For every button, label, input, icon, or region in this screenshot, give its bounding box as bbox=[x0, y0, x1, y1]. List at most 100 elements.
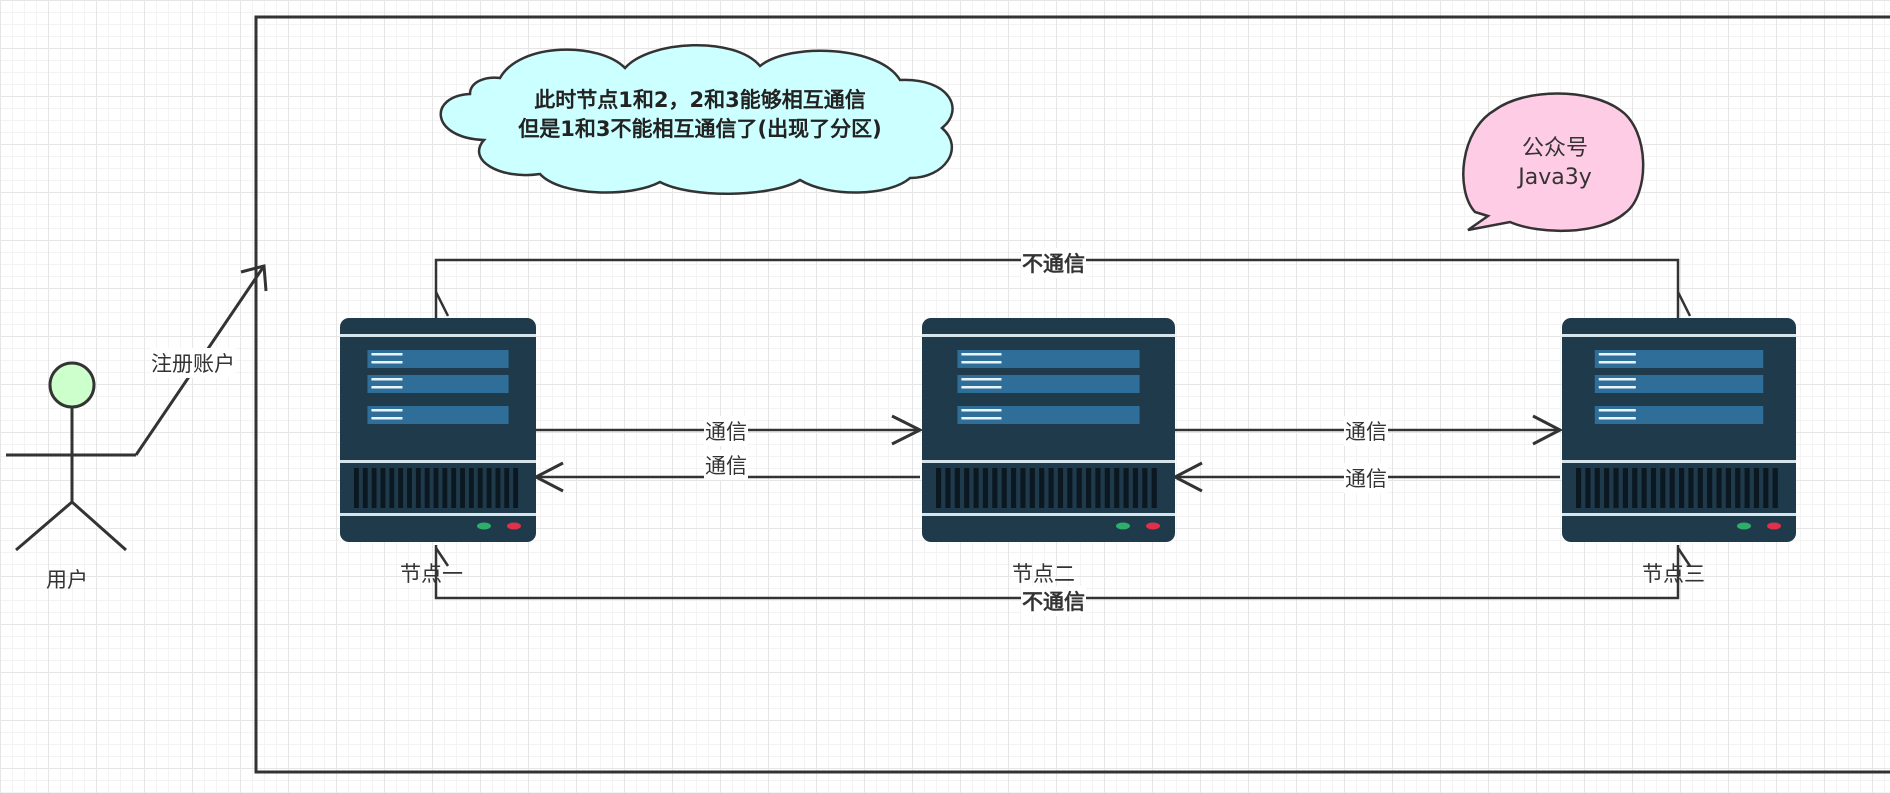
server-vent-bar bbox=[1086, 468, 1092, 508]
server-vent-bar bbox=[1104, 468, 1110, 508]
server-drive-bay bbox=[367, 375, 509, 393]
server-vent-bar bbox=[945, 468, 951, 508]
server-vent-bar bbox=[495, 468, 501, 508]
user-actor bbox=[6, 361, 136, 552]
server-vent-bar bbox=[1029, 468, 1035, 508]
node-2-label: 节点二 bbox=[1012, 562, 1075, 586]
server-top-rail bbox=[340, 334, 536, 337]
server-bottom-rail bbox=[340, 513, 536, 516]
edge-n2-n1-label: 通信 bbox=[704, 450, 748, 480]
server-vent-bar bbox=[973, 468, 979, 508]
server-vent-bar bbox=[407, 468, 412, 508]
server-vent-bar bbox=[486, 468, 492, 508]
server-vent-bar bbox=[992, 468, 998, 508]
server-drive-led bbox=[1598, 361, 1636, 364]
server-vent-bar bbox=[371, 468, 377, 508]
user-right-leg bbox=[71, 500, 127, 552]
server-vent-bar bbox=[468, 468, 474, 508]
server-status-light-red bbox=[1767, 522, 1781, 530]
server-vent-bar bbox=[1697, 468, 1703, 508]
server-vent-bar bbox=[1707, 468, 1713, 508]
server-vent-bar bbox=[936, 468, 942, 508]
server-status-light-red bbox=[1146, 522, 1160, 530]
server-vent-bar bbox=[1753, 468, 1760, 508]
server-vent-bar bbox=[424, 468, 430, 508]
server-status-light-green bbox=[477, 522, 491, 530]
server-vent-bar bbox=[1576, 468, 1582, 508]
register-arrowhead bbox=[240, 264, 268, 292]
server-vent-bar bbox=[1725, 468, 1731, 508]
user-label: 用户 bbox=[46, 568, 88, 592]
server-mid-rail bbox=[922, 460, 1175, 463]
speech-bubble-shape bbox=[1462, 92, 1645, 233]
server-drive-led bbox=[1598, 417, 1636, 420]
server-drive-led bbox=[961, 353, 1002, 356]
server-drive-led bbox=[961, 361, 1002, 364]
server-vent-bar bbox=[1604, 468, 1610, 508]
server-drive-led bbox=[371, 378, 403, 381]
server-drive-led bbox=[371, 417, 403, 420]
server-vent-bar bbox=[1763, 468, 1769, 508]
server-vent-bar bbox=[442, 468, 448, 508]
server-drive-led bbox=[1598, 353, 1636, 356]
server-drive-bay bbox=[957, 406, 1140, 424]
server-vent-bar bbox=[1114, 468, 1120, 508]
server-node-1 bbox=[340, 318, 536, 542]
arrowhead-n2-n3 bbox=[1532, 414, 1564, 446]
server-drive-led bbox=[1598, 378, 1636, 381]
server-drive-led bbox=[961, 378, 1002, 381]
server-drive-led bbox=[1598, 409, 1636, 412]
server-drive-led bbox=[371, 386, 403, 389]
speech-bubble-text: 公众号 Java3y bbox=[1490, 134, 1620, 192]
server-status-light-green bbox=[1737, 522, 1751, 530]
server-vent-bar bbox=[1039, 468, 1045, 508]
top-no-comm-tick-left bbox=[434, 291, 450, 317]
server-vent-bar bbox=[389, 468, 395, 508]
server-drive-led bbox=[371, 353, 403, 356]
server-drive-led bbox=[1598, 386, 1636, 389]
server-drive-bay bbox=[1594, 406, 1764, 424]
server-drive-led bbox=[961, 386, 1002, 389]
system-boundary bbox=[254, 15, 1890, 774]
server-vent-bar bbox=[451, 468, 457, 508]
server-drive-led bbox=[371, 409, 403, 412]
cloud-note-text: 此时节点1和2，2和3能够相互通信 但是1和3不能相互通信了(出现了分区) bbox=[480, 86, 920, 144]
speech-bubble-line-1: 公众号 bbox=[1521, 136, 1588, 161]
server-vent-bar bbox=[1716, 468, 1722, 508]
bottom-no-comm-tick-right bbox=[1676, 547, 1692, 567]
edge-n3-n2-label: 通信 bbox=[1344, 463, 1388, 493]
server-mid-rail bbox=[340, 460, 536, 463]
server-drive-led bbox=[961, 409, 1002, 412]
cloud-note-shape bbox=[439, 43, 954, 195]
register-edge-label: 注册账户 bbox=[150, 348, 236, 378]
server-bottom-rail bbox=[922, 513, 1175, 516]
server-drive-bay bbox=[1594, 375, 1764, 393]
node-3-label: 节点三 bbox=[1642, 562, 1705, 586]
server-vent-bar bbox=[380, 468, 386, 508]
server-vent-bar bbox=[1650, 468, 1657, 508]
server-vent-bar bbox=[1735, 468, 1741, 508]
server-vent-bar bbox=[1613, 468, 1619, 508]
server-vent-bar bbox=[1772, 468, 1778, 508]
server-vent-bar bbox=[415, 468, 421, 508]
top-no-comm-tick-right bbox=[1676, 291, 1692, 317]
server-vent-bar bbox=[964, 468, 970, 508]
server-vent-bar bbox=[1594, 468, 1600, 508]
server-top-rail bbox=[922, 334, 1175, 337]
server-node-2 bbox=[922, 318, 1175, 542]
server-status-light-red bbox=[507, 522, 521, 530]
server-mid-rail bbox=[1562, 460, 1796, 463]
server-vent-bar bbox=[1123, 468, 1129, 508]
edge-n2-n3-label: 通信 bbox=[1344, 416, 1388, 446]
server-vent-bar bbox=[1744, 468, 1750, 508]
server-vent-bar bbox=[1669, 468, 1675, 508]
server-vent-bar bbox=[1142, 468, 1148, 508]
server-vent-bar bbox=[398, 468, 404, 508]
server-vent-bar bbox=[1095, 468, 1101, 508]
server-drive-bay bbox=[1594, 350, 1764, 368]
server-vent-bar bbox=[1011, 468, 1017, 508]
server-drive-led bbox=[371, 361, 403, 364]
server-bottom-rail bbox=[1562, 513, 1796, 516]
node-1-label: 节点一 bbox=[400, 562, 463, 586]
